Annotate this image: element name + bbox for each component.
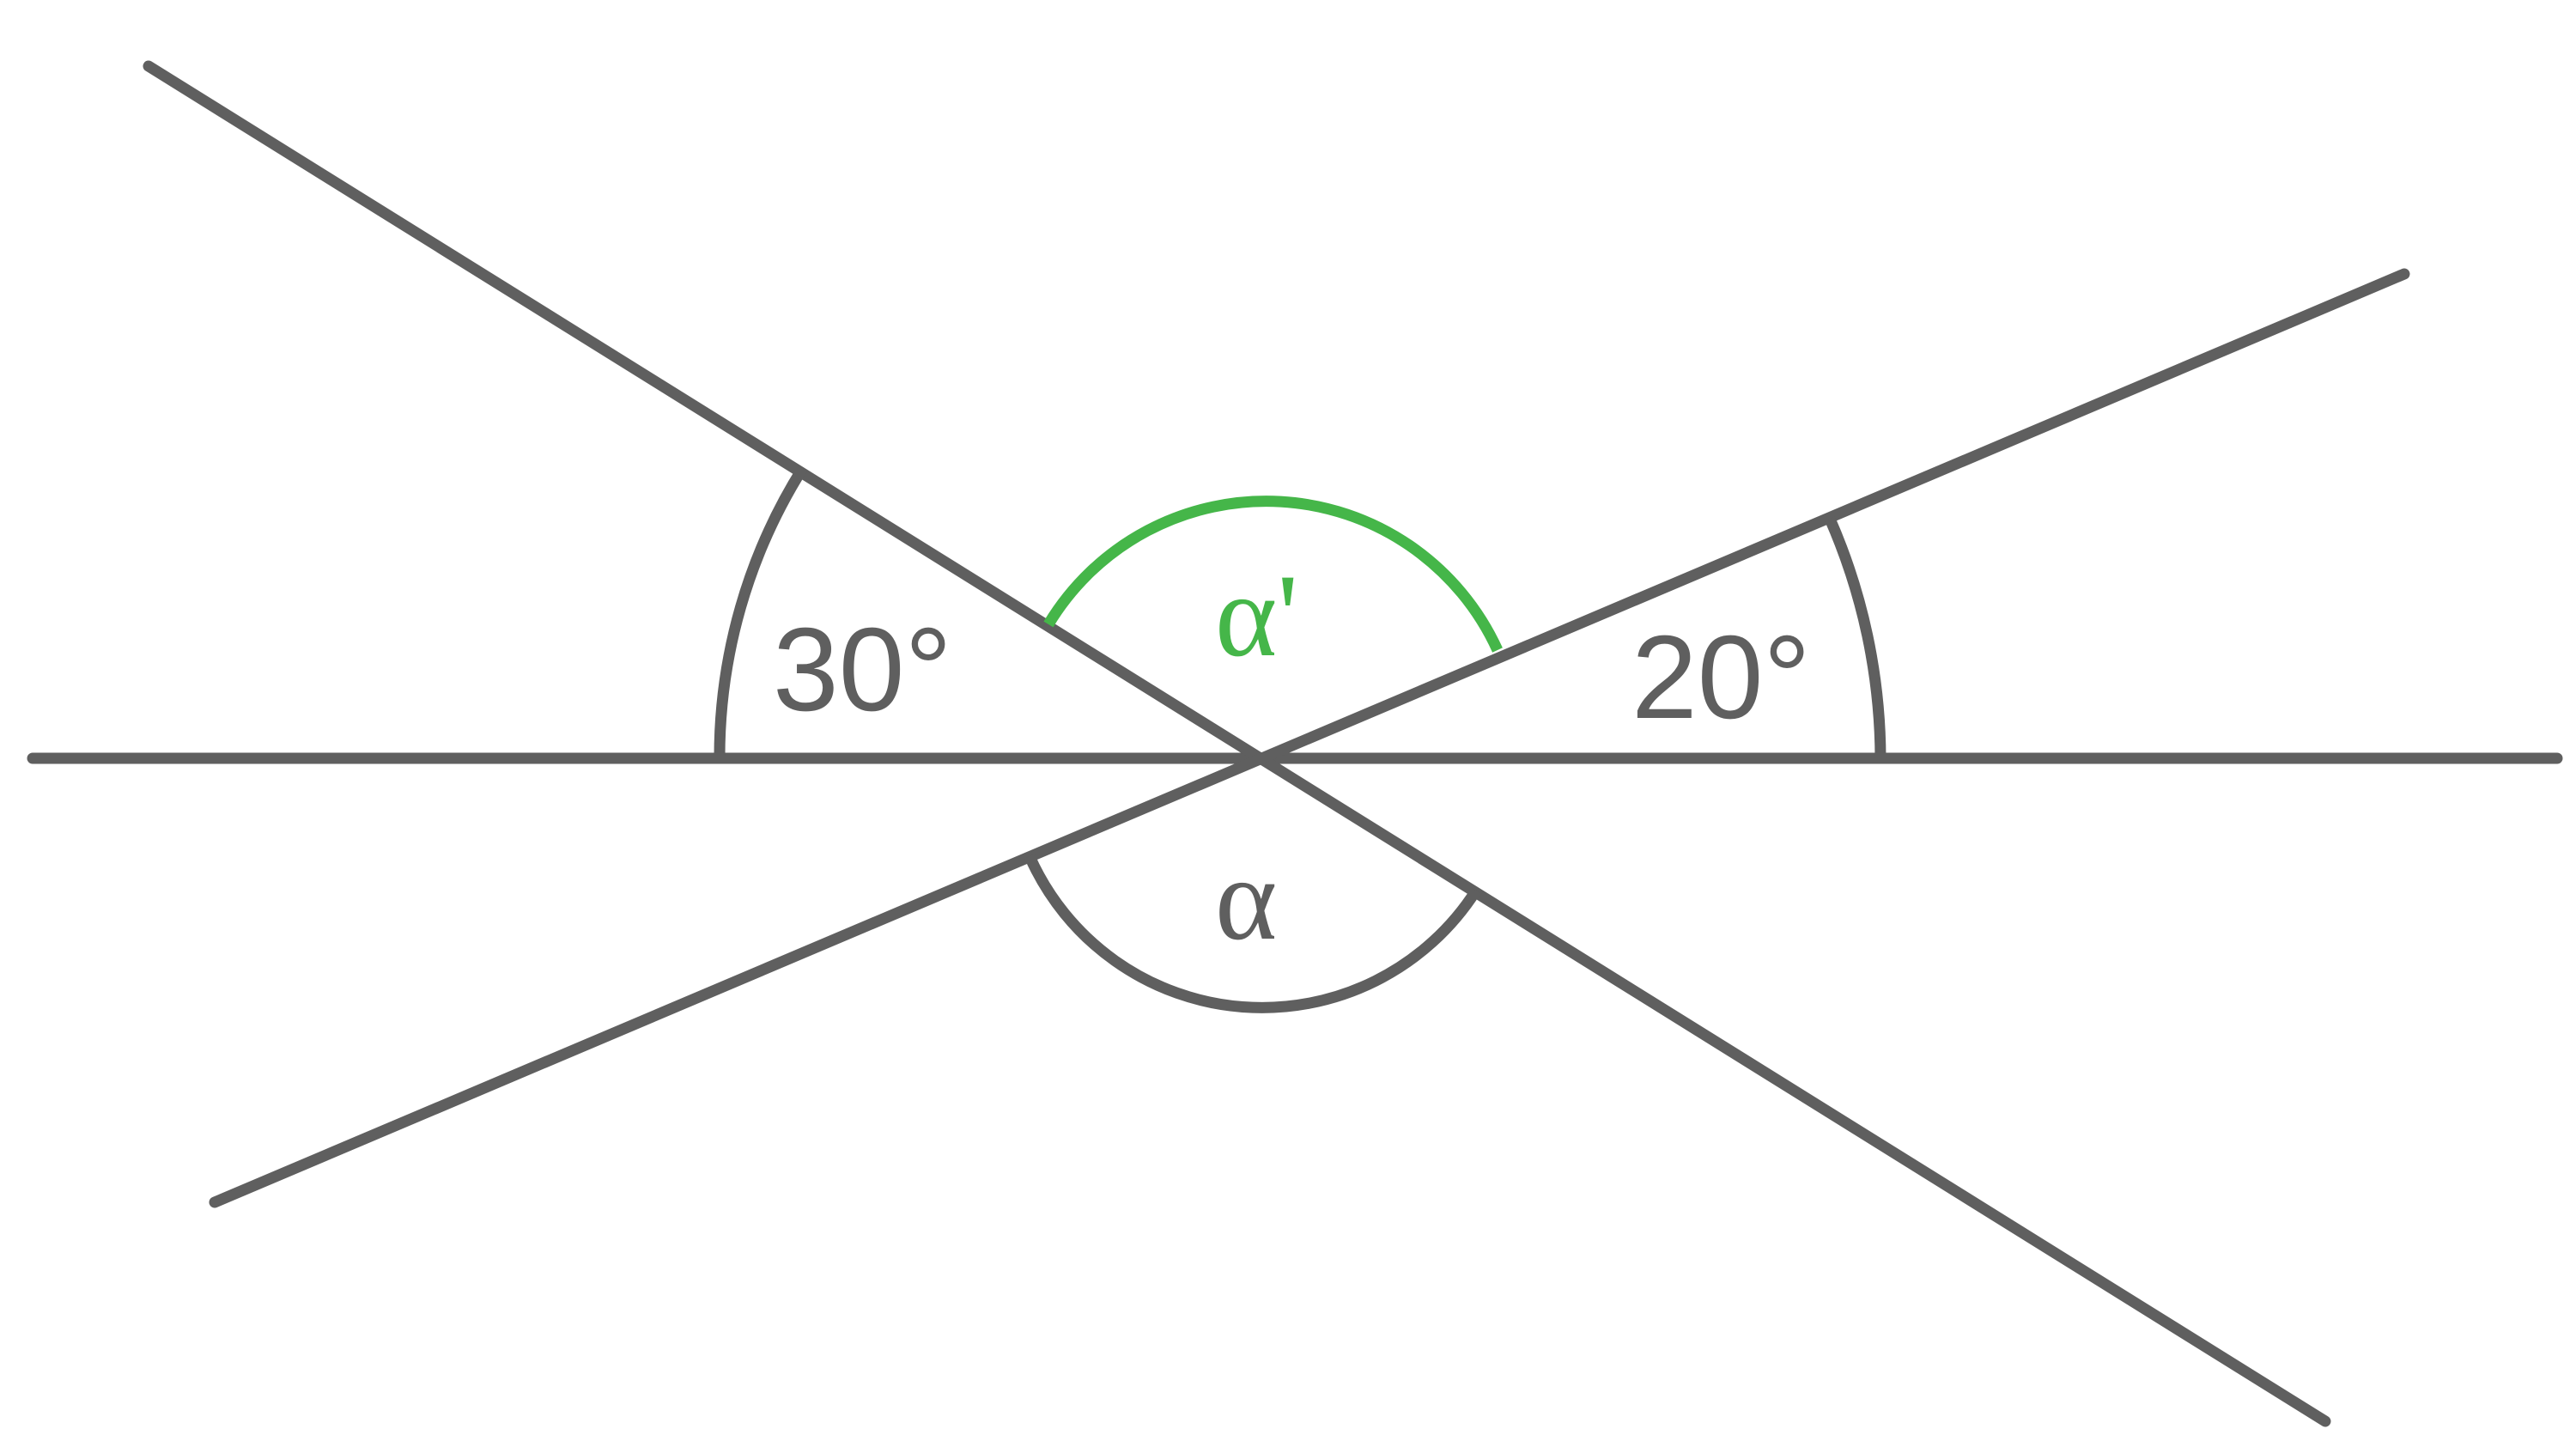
- angle-arc-alpha: [1024, 854, 1481, 1013]
- angle-arc-30: [714, 465, 808, 759]
- angle-label-30: 30°: [773, 604, 952, 736]
- angle-label-alpha-prime: α': [1215, 550, 1298, 681]
- descending-diagonal-line: [143, 60, 2331, 1427]
- angle-label-alpha: α: [1215, 833, 1277, 964]
- angle-label-20: 20°: [1631, 611, 1811, 744]
- angle-arc-alpha-prime: [1043, 496, 1503, 653]
- ascending-diagonal-line: [209, 268, 2410, 1208]
- angle-arc-20: [1825, 516, 1886, 759]
